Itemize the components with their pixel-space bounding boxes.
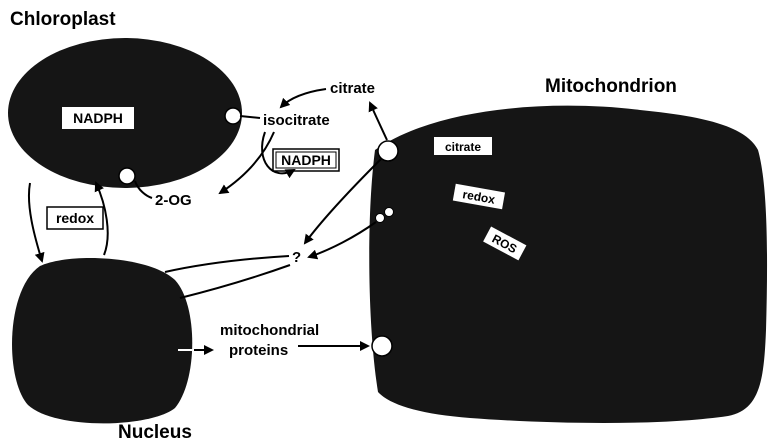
isocitrate-label: isocitrate: [263, 112, 330, 129]
nucleus-shape: [12, 258, 192, 423]
citrate-label: citrate: [330, 80, 375, 97]
chloroplast-to-nucleus-arrow: [29, 183, 42, 261]
mitochondrion-heading: Mitochondrion: [545, 76, 677, 97]
ros-to-unknown-arrow: [309, 222, 376, 257]
mito-pore-1: [376, 214, 385, 223]
mito-transporter-citrate: [378, 141, 398, 161]
chloroplast-nadph-label: NADPH: [73, 110, 123, 126]
mito-citrate-label: citrate: [445, 140, 481, 154]
unknown-to-nucleus-lower: [180, 265, 290, 298]
nucleus-heading: Nucleus: [118, 422, 192, 443]
chloroplast-heading: Chloroplast: [10, 9, 116, 30]
mito-citrate-export-arrow: [370, 103, 387, 140]
mito-pore-2: [385, 208, 394, 217]
redox-label: redox: [56, 210, 94, 226]
mitochondrion-shape: [369, 106, 767, 423]
two-og-label: 2-OG: [155, 192, 192, 209]
mito-transporter-import: [372, 336, 392, 356]
unknown-to-nucleus-upper: [165, 256, 289, 272]
unknown-signal-label: ?: [292, 249, 301, 266]
chloroplast-transporter-lower: [119, 168, 135, 184]
chloroplast-transporter-upper: [225, 108, 241, 124]
citrate-to-isocitrate-arrow: [281, 89, 326, 107]
mito-proteins-line1: mitochondrial: [220, 322, 319, 339]
mito-proteins-line2: proteins: [229, 342, 288, 359]
chloroplast-isocitrate-line: [240, 116, 260, 118]
nadph-label: NADPH: [281, 152, 331, 168]
